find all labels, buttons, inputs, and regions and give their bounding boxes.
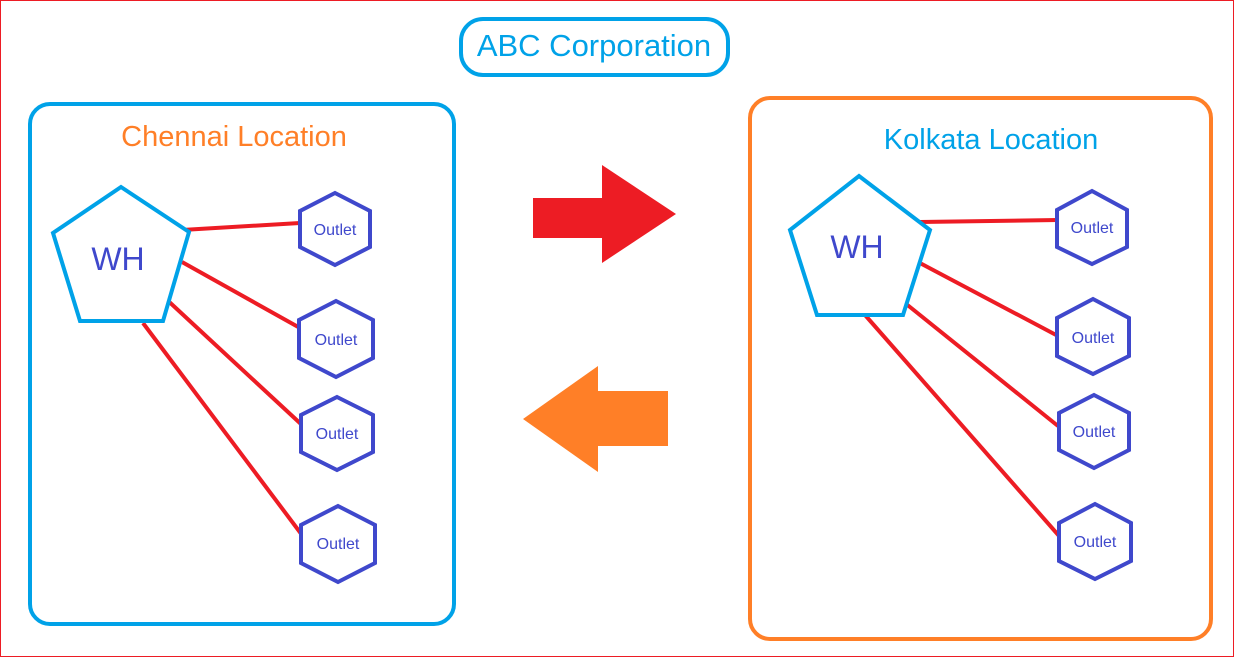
title-box: ABC Corporation [459, 17, 730, 77]
kolkata-location: Kolkata Location WH Outlet Outlet Outlet… [748, 96, 1213, 641]
outlet-label: Outlet [1074, 534, 1117, 551]
outlet-label: Outlet [1071, 220, 1114, 237]
outlet-hexagon [1057, 501, 1133, 582]
connector [181, 221, 301, 232]
kolkata-title: Kolkata Location [884, 124, 1098, 156]
warehouse-label: WH [830, 229, 883, 265]
outlet-hexagon [297, 298, 375, 380]
title-border [459, 17, 730, 77]
outlet-label: Outlet [315, 332, 358, 349]
outlet-node: Outlet [1057, 501, 1133, 582]
connector [919, 218, 1059, 224]
connector [181, 260, 301, 330]
outlet-node: Outlet [298, 190, 372, 268]
warehouse-pentagon [50, 184, 192, 323]
outlet-label: Outlet [316, 426, 359, 443]
connector [163, 296, 304, 427]
outlet-label: Outlet [317, 536, 360, 553]
outlet-node: Outlet [1055, 296, 1131, 377]
outlet-hexagon [298, 190, 372, 268]
outlet-node: Outlet [1055, 188, 1129, 267]
outlet-label: Outlet [1073, 424, 1116, 441]
warehouse-pentagon [787, 173, 933, 317]
connector [141, 321, 304, 537]
outlet-label: Outlet [1072, 330, 1115, 347]
outlet-hexagon [299, 394, 375, 473]
outlet-hexagon [1057, 392, 1131, 471]
outlet-hexagon [1055, 188, 1129, 267]
connector [917, 260, 1059, 338]
kolkata-border [748, 96, 1213, 641]
warehouse-label: WH [91, 241, 144, 277]
outlet-node: Outlet [299, 503, 377, 585]
outlet-node: Outlet [299, 394, 375, 473]
chennai-title: Chennai Location [121, 121, 347, 153]
arrow-right-icon [533, 165, 676, 263]
arrow-left-icon [523, 366, 668, 472]
connector [903, 301, 1060, 428]
outlet-hexagon [299, 503, 377, 585]
outlet-hexagon [1055, 296, 1131, 377]
outlet-node: Outlet [1057, 392, 1131, 471]
chennai-location: Chennai Location WH Outlet Outlet Outlet… [28, 102, 456, 626]
title-text: ABC Corporation [477, 28, 711, 63]
chennai-border [28, 102, 456, 626]
outlet-label: Outlet [314, 222, 357, 239]
connector [863, 313, 1062, 539]
outlet-node: Outlet [297, 298, 375, 380]
